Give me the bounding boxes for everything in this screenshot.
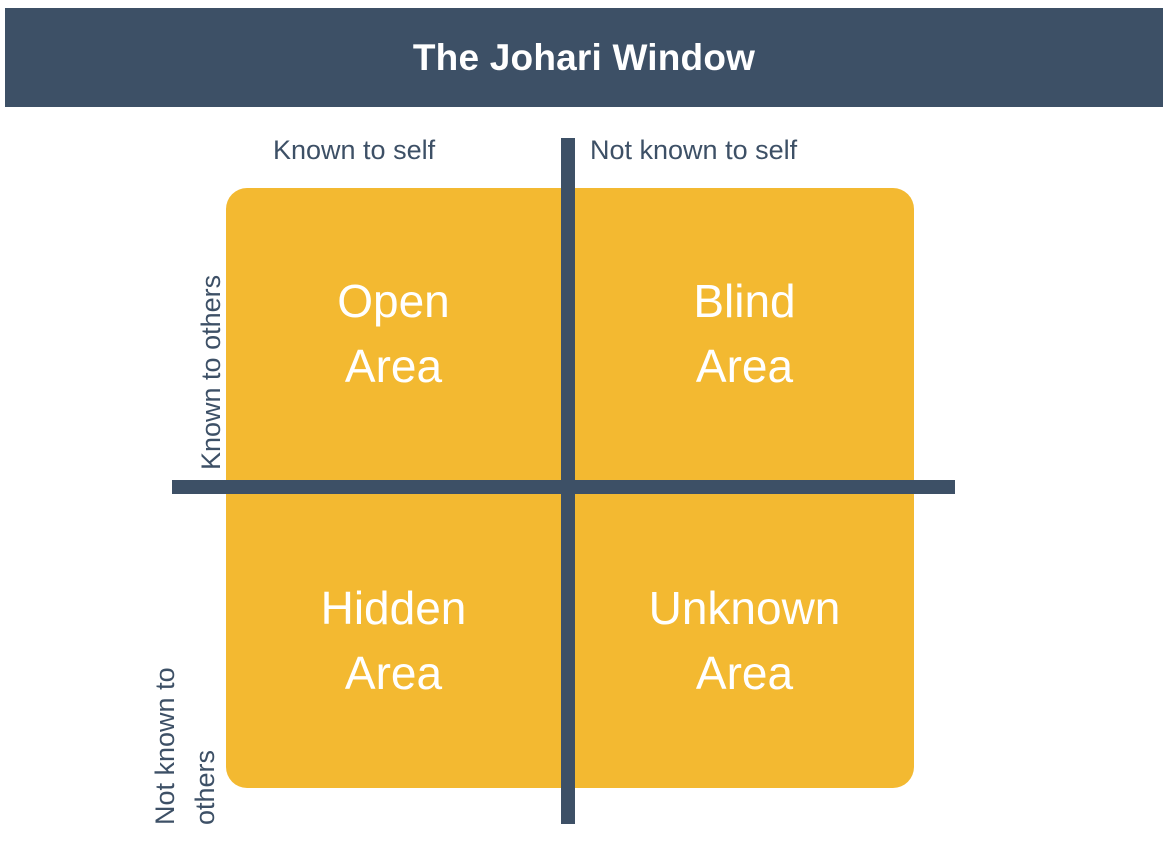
page-title: The Johari Window <box>412 37 756 78</box>
divider-horizontal <box>172 480 955 494</box>
quadrant-blind-area-line2: Area <box>695 340 794 392</box>
quadrant-unknown-area-line1: Unknown <box>648 581 841 634</box>
column-header-not-known-to-self: Not known to self <box>590 135 798 165</box>
quadrant-hidden-area-line2: Area <box>344 647 443 699</box>
quadrant-open-area-line2: Area <box>344 340 443 392</box>
row-header-known-to-others: Known to others <box>196 274 226 470</box>
quadrant-blind-area: Blind Area <box>575 188 914 480</box>
row-header-not-known-to-others-line1: Not known to <box>150 667 180 825</box>
quadrant-open-area-line1: Open <box>337 274 450 327</box>
quadrant-unknown-area: Unknown Area <box>575 494 914 788</box>
quadrant-hidden-area-line1: Hidden <box>320 581 467 634</box>
quadrant-unknown-area-line2: Area <box>695 647 794 699</box>
quadrant-hidden-area: Hidden Area <box>226 494 561 788</box>
johari-window-diagram: Known to self Not known to self Known to… <box>0 107 1170 846</box>
row-header-not-known-to-others: Not known to others <box>128 505 220 825</box>
column-header-known-to-self: Known to self <box>273 135 436 165</box>
row-header-not-known-to-others-line2: others <box>190 749 220 825</box>
quadrant-open-area: Open Area <box>226 188 561 480</box>
header-bar: The Johari Window <box>5 8 1163 107</box>
quadrant-blind-area-line1: Blind <box>693 274 796 327</box>
